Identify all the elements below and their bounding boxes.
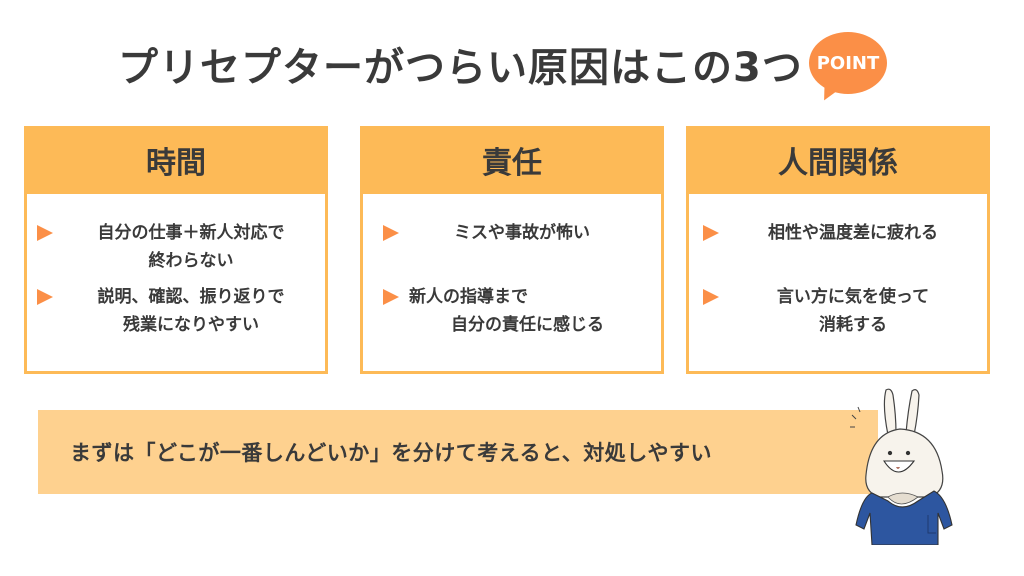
point-badge: POINT	[809, 32, 891, 105]
page-title: プリセプターがつらい原因はこの3つ	[118, 45, 803, 91]
card-heading: 時間	[24, 126, 328, 194]
triangle-bullet-icon	[37, 289, 53, 305]
rabbit-nurse-icon	[850, 388, 953, 545]
triangle-bullet-icon	[383, 225, 399, 241]
card-heading: 責任	[360, 126, 664, 194]
card-heading: 人間関係	[686, 126, 990, 194]
triangle-bullet-icon	[703, 225, 719, 241]
point-badge-label: POINT	[809, 32, 887, 94]
triangle-bullet-icon	[703, 289, 719, 305]
summary-banner: まずは「どこが一番しんどいか」を分けて考えると、対処しやすい	[38, 410, 878, 494]
card-time: 時間 自分の仕事＋新人対応で 終わらない 説明、確認、振り返りで 残業になりやす…	[24, 126, 328, 374]
card-responsibility: 責任 ミスや事故が怖い 新人の指導まで 自分の責任に感じる	[360, 126, 664, 374]
card-relationships: 人間関係 相性や温度差に疲れる 言い方に気を使って 消耗する	[686, 126, 990, 374]
triangle-bullet-icon	[383, 289, 399, 305]
triangle-bullet-icon	[37, 225, 53, 241]
summary-text: まずは「どこが一番しんどいか」を分けて考えると、対処しやすい	[70, 441, 713, 465]
